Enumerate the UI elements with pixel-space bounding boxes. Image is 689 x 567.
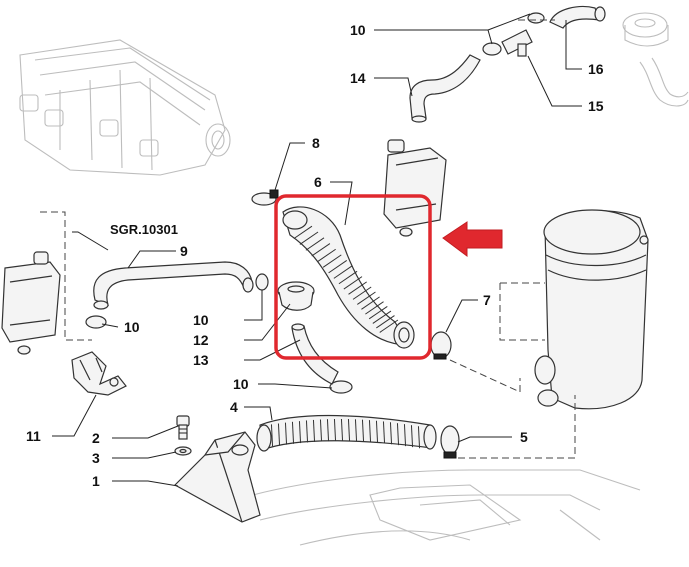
hose-rib [305,237,325,251]
intake-manifold-ghost [19,39,231,176]
clamp-part-10-left [85,315,107,329]
callout-11: 11 [26,428,41,444]
reservoir-tank-left [1,251,61,355]
hose-rib [333,419,337,442]
hose-rib [298,421,302,444]
clamp-part-10-mid [255,273,269,291]
car-body-ghost [234,469,641,546]
hose-rib [270,424,274,447]
hose-rib [277,423,281,446]
hose-rib [376,315,395,329]
clamp-part-10-low [329,380,353,394]
hose-rib [328,260,348,274]
clamp-part-8 [251,189,279,206]
callout-4: 4 [230,399,238,415]
valve-ghost [622,12,669,47]
reservoir-tank-upper [383,139,447,237]
callout-16: 16 [588,61,604,77]
air-filter-housing [534,209,649,410]
hose-rib [347,419,351,442]
clip-part-11 [71,351,127,396]
hose-rib [293,225,313,240]
hose-rib [368,306,388,320]
hose-rib [410,425,414,448]
bracket-part-1 [174,431,261,523]
hose-rib [340,418,344,441]
callout-9: 9 [180,243,188,259]
callout-10-mid: 10 [193,312,209,328]
assembly-lines [40,19,576,459]
curved-hose-part-16 [549,5,606,29]
hose-rib [354,419,358,442]
highlighted-hose-part-6 [282,206,415,349]
small-hose-part-9 [93,261,254,310]
leader-lines [52,13,582,487]
hose-rib [338,270,358,285]
clamp-part-5 [440,425,460,459]
callout-15: 15 [588,98,604,114]
pipe-ghost [639,57,689,107]
callout-10-top: 10 [350,22,366,38]
hose-rib [375,420,379,443]
hose-rib [379,319,399,333]
callout-7: 7 [483,292,491,308]
callout-2: 2 [92,430,100,446]
callout-3: 3 [92,450,100,466]
hose-rib [326,419,330,442]
hose-rib [311,243,331,257]
callout-5: 5 [520,429,528,445]
clamp-part-7 [430,331,452,360]
hose-rib [305,420,309,443]
hose-rib [284,422,288,445]
washer-part-3 [174,446,192,456]
hose-rib [368,420,372,443]
hose-rib [317,248,336,263]
callout-8: 8 [312,135,320,151]
callout-1: 1 [92,473,100,489]
hose-rib [348,281,367,295]
reference-code: SGR.10301 [110,222,178,237]
hose-rib [403,424,407,447]
callout-6: 6 [314,174,322,190]
hose-rib [365,301,384,315]
callout-13: 13 [193,352,209,368]
highlight-arrow [442,221,503,257]
bolt-part-2 [176,415,190,440]
valve-part-12 [277,281,315,311]
highlight-box [274,194,432,360]
lower-hose-part-4 [256,414,437,452]
hose-rib [319,419,323,442]
hose-rib [361,419,365,442]
hose-rib [396,423,400,446]
hose-rib [417,426,421,449]
hose-rib [372,310,392,324]
hose-rib [389,422,393,445]
hose-rib [343,276,363,290]
hose-rib [357,291,376,305]
bent-hose-part-14 [409,54,481,123]
connector-part-15 [501,29,533,57]
hose-rib [361,296,380,310]
callout-labels: 10 14 16 15 8 6 SGR.10301 9 7 10 10 12 1… [26,22,604,489]
callout-14: 14 [350,70,366,86]
callout-12: 12 [193,332,209,348]
hose-rib [352,286,372,300]
hose-rib [322,254,342,268]
hose-rib [312,419,316,442]
hose-rib [382,421,386,444]
callout-10-left: 10 [124,319,140,335]
hose-rib [291,421,295,444]
hose-rib [299,231,319,245]
short-hose-part-13 [291,323,339,385]
callout-10-low: 10 [233,376,249,392]
hose-rib [333,265,353,279]
